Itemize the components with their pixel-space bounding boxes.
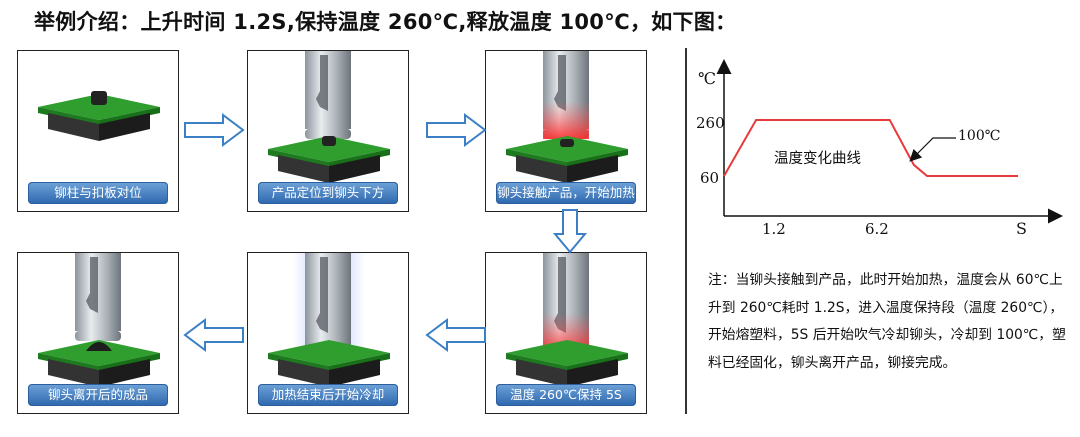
step-illustration xyxy=(506,51,628,183)
rivet-post xyxy=(322,136,336,146)
rivet-head-tool xyxy=(75,253,121,341)
pcb-board xyxy=(38,94,160,141)
step-caption: 铆柱与扣板对位 xyxy=(28,182,168,204)
annotation-leader xyxy=(909,137,956,162)
temperature-chart: ℃ S 260 60 1.2 6.2 温度变化曲线 100℃ xyxy=(696,59,1063,238)
arrow-left-2 xyxy=(183,318,244,352)
riveted-dome xyxy=(86,342,112,351)
step-panel-3: 铆头接触产品，开始加热 xyxy=(485,50,647,212)
arrow-left-1 xyxy=(425,318,486,352)
step-panel-5: 加热结束后开始冷却 xyxy=(247,252,409,414)
rivet-head-tool xyxy=(305,51,351,139)
step-caption: 产品定位到铆头下方 xyxy=(258,182,398,204)
step-panel-2: 产品定位到铆头下方 xyxy=(247,50,409,212)
x-axis-unit: S xyxy=(1016,219,1027,238)
pcb-board xyxy=(38,340,160,387)
temperature-curve xyxy=(723,119,1018,177)
y-tick-label: 60 xyxy=(700,169,719,187)
step-panel-1: 铆柱与扣板对位 xyxy=(17,50,179,212)
step-illustration xyxy=(268,253,390,387)
step-caption: 加热结束后开始冷却 xyxy=(258,384,398,406)
y-tick-label: 260 xyxy=(696,114,725,132)
step-panel-6: 铆头离开后的成品 xyxy=(17,252,179,414)
arrow-right-1 xyxy=(184,113,245,147)
pcb-board xyxy=(268,136,390,183)
rivet-head-tool xyxy=(543,51,589,139)
step-illustration xyxy=(268,51,390,183)
page-heading: 举例介绍：上升时间 1.2S,保持温度 260℃,释放温度 100℃，如下图： xyxy=(34,10,737,34)
annotation-label: 100℃ xyxy=(958,128,1000,144)
pcb-board xyxy=(506,340,628,387)
explanation-note: 注：当铆头接触到产品，此时开始加热，温度会从 60℃上升到 260℃耗时 1.2… xyxy=(708,272,1066,371)
step-caption: 铆头离开后的成品 xyxy=(28,384,168,406)
step-illustration xyxy=(38,253,160,387)
pcb-board xyxy=(506,136,628,183)
x-tick-label: 6.2 xyxy=(865,220,889,238)
step-caption: 铆头接触产品，开始加热 xyxy=(496,182,636,204)
arrow-right-2 xyxy=(426,113,487,147)
step-caption: 温度 260℃保持 5S xyxy=(496,384,636,406)
rivet-post xyxy=(91,91,107,105)
divider-line xyxy=(685,48,687,414)
pcb-board xyxy=(268,340,390,387)
y-axis-unit: ℃ xyxy=(698,69,716,88)
arrow-down xyxy=(553,209,587,254)
chart-title: 温度变化曲线 xyxy=(774,150,861,167)
step-illustration xyxy=(506,253,628,387)
rivet-head-tool xyxy=(543,253,589,353)
step-panel-4: 温度 260℃保持 5S xyxy=(485,252,647,414)
rivet-post xyxy=(560,139,574,147)
step-illustration xyxy=(38,91,160,141)
x-tick-label: 1.2 xyxy=(762,220,786,238)
rivet-head-tool xyxy=(305,253,351,353)
